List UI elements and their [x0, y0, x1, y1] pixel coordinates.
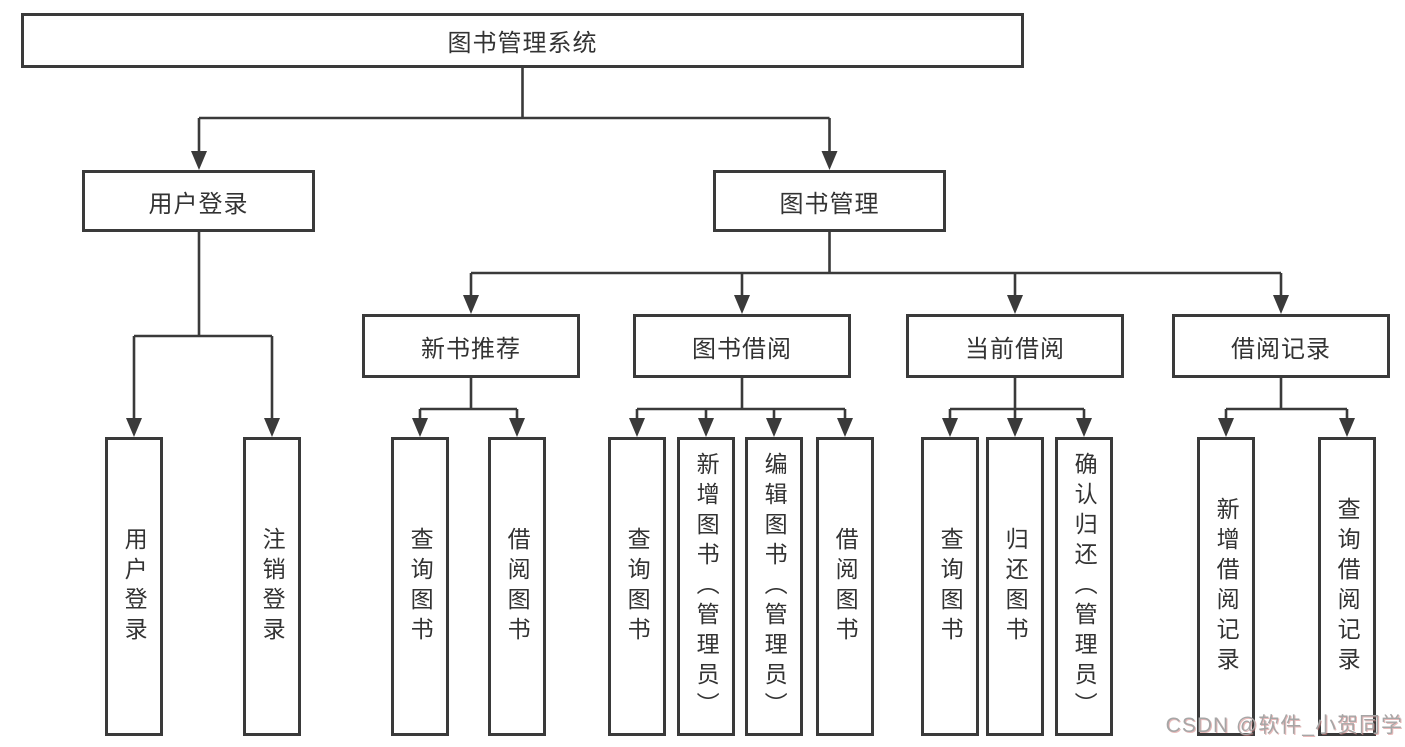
node-leaf-edit-books-admin: 编辑图书（管理员） [745, 437, 803, 736]
node-leaf-add-books-admin: 新增图书（管理员） [677, 437, 735, 736]
node-book-management: 图书管理 [713, 170, 946, 232]
node-leaf-query-books-borrow: 查询图书 [608, 437, 666, 736]
node-leaf-borrow-books-recommend: 借阅图书 [488, 437, 546, 736]
node-leaf-query-books-current: 查询图书 [921, 437, 979, 736]
node-leaf-return-books: 归还图书 [986, 437, 1044, 736]
arrowheads [126, 151, 1355, 437]
node-leaf-confirm-return-admin: 确认归还（管理员） [1055, 437, 1113, 736]
node-leaf-query-books-recommend: 查询图书 [391, 437, 449, 736]
node-leaf-query-borrow-record: 查询借阅记录 [1318, 437, 1376, 736]
node-new-book-recommend: 新书推荐 [362, 314, 580, 378]
node-leaf-add-borrow-record: 新增借阅记录 [1197, 437, 1255, 736]
node-user-login: 用户登录 [82, 170, 315, 232]
node-book-borrow: 图书借阅 [633, 314, 851, 378]
node-leaf-borrow-books: 借阅图书 [816, 437, 874, 736]
node-leaf-logout: 注销登录 [243, 437, 301, 736]
node-leaf-user-login: 用户登录 [105, 437, 163, 736]
node-current-borrow: 当前借阅 [906, 314, 1124, 378]
node-borrow-records: 借阅记录 [1172, 314, 1390, 378]
watermark: CSDN @软件_小贺同学 [1165, 714, 1403, 737]
node-library-management-system: 图书管理系统 [21, 13, 1024, 68]
